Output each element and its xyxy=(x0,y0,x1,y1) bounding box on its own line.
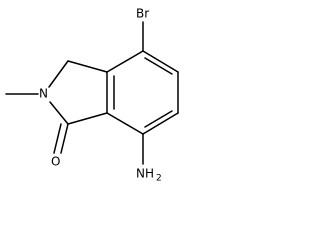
chemical-structure-diagram: Br N O NH 2 xyxy=(5,7,179,184)
nitrogen-label: N xyxy=(39,87,48,101)
bond-c7-c7a xyxy=(106,112,144,135)
bond-c6-c7-inner xyxy=(144,110,173,128)
bond-c4-c5 xyxy=(142,50,179,73)
amine-subscript: 2 xyxy=(156,174,162,184)
bond-c6-c7 xyxy=(142,112,179,135)
oxygen-label: O xyxy=(51,155,60,169)
bromine-label: Br xyxy=(136,7,149,21)
bond-c3a-c4 xyxy=(106,50,144,73)
bond-c3-n2 xyxy=(48,60,69,88)
bond-c1-o-second xyxy=(53,123,62,154)
bond-c1-c7a xyxy=(67,112,108,125)
bond-c3a-c3 xyxy=(67,60,108,73)
bond-c1-o xyxy=(60,123,69,154)
amine-label: NH xyxy=(136,167,154,181)
bond-n2-c1 xyxy=(49,101,69,125)
bond-c4-c5-inner xyxy=(144,57,173,75)
